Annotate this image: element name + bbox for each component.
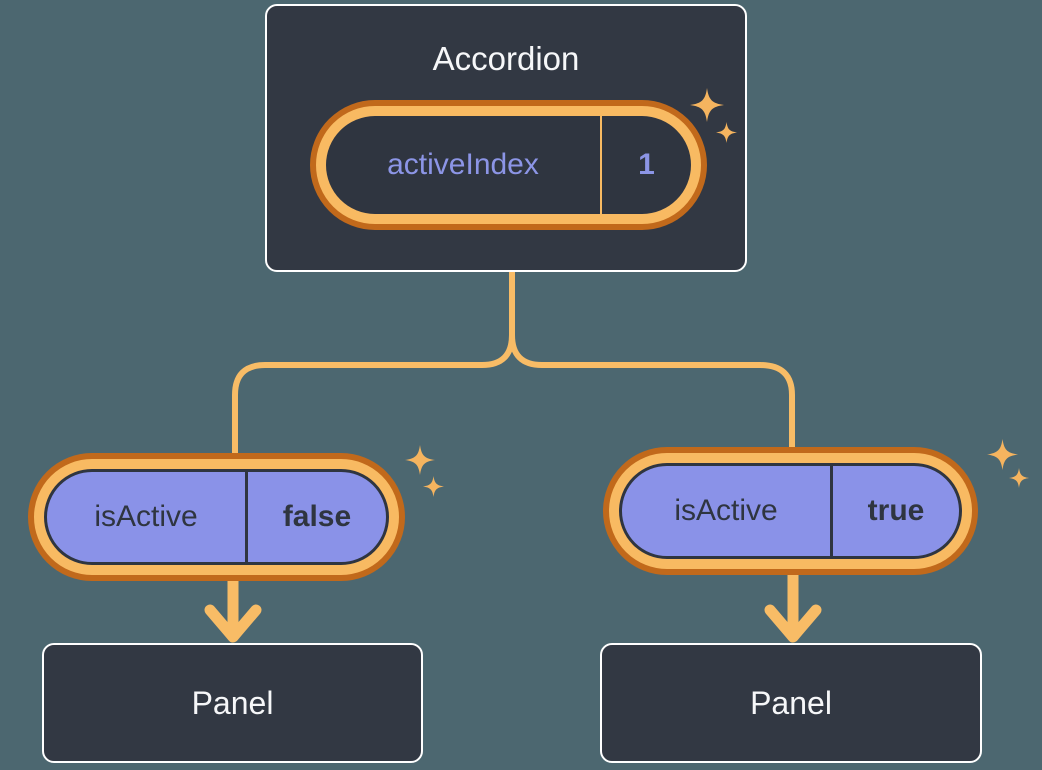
- connector-line-right: [509, 269, 795, 455]
- prop-value: true: [867, 494, 925, 527]
- pill-divider: [600, 116, 602, 214]
- sparkle-large-icon: [690, 88, 724, 122]
- prop-name: isActive: [94, 500, 198, 533]
- pill-divider: [830, 466, 833, 556]
- state-pill: activeIndex 1: [310, 100, 707, 230]
- panel-card-right: Panel: [600, 643, 982, 763]
- sparkle-small-icon: [423, 476, 444, 497]
- pill-divider: [245, 472, 248, 562]
- isactive-pill-right: isActive true: [603, 447, 978, 575]
- isactive-pill-left: isActive false: [28, 453, 405, 581]
- sparkle-large-icon: [405, 445, 435, 475]
- accordion-title: Accordion: [432, 40, 580, 77]
- arrow-down-icon: [764, 567, 822, 643]
- panel-title: Panel: [750, 684, 832, 721]
- connector-line-left: [232, 269, 515, 463]
- panel-title: Panel: [191, 684, 274, 721]
- sparkle-small-icon: [1009, 468, 1029, 488]
- panel-card-left: Panel: [42, 643, 423, 763]
- prop-value: false: [282, 500, 352, 533]
- state-value: 1: [638, 148, 655, 181]
- sparkle-small-icon: [716, 122, 737, 143]
- prop-name: isActive: [674, 494, 778, 527]
- state-name: activeIndex: [387, 148, 539, 181]
- arrow-down-icon: [204, 571, 262, 643]
- sparkle-large-icon: [987, 439, 1018, 470]
